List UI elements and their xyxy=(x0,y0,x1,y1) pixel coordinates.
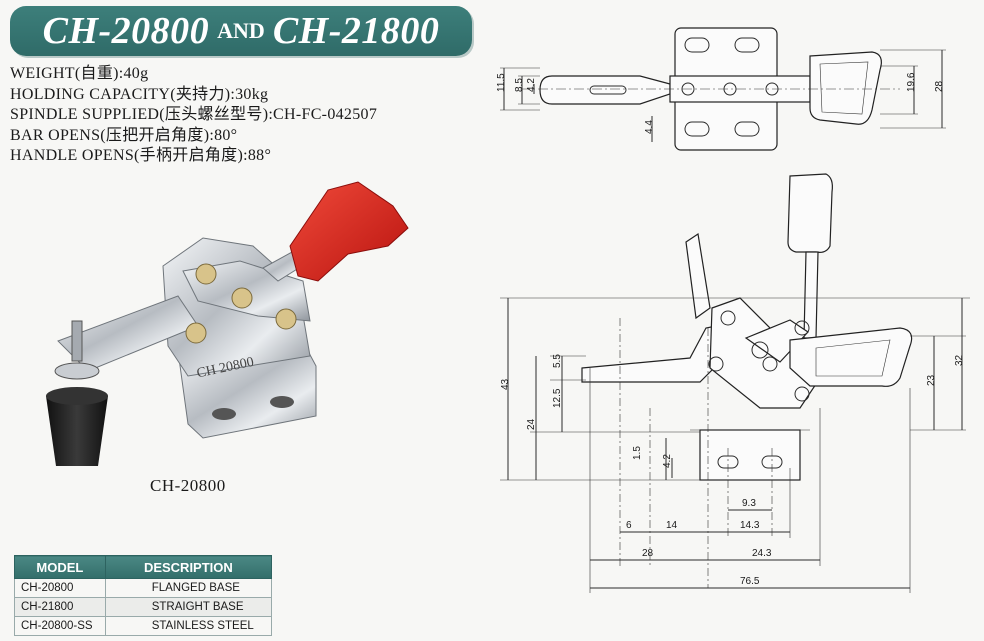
side-view-drawing: 43 5.5 12.5 24 1.5 4.2 9.3 6 14 14.3 28 … xyxy=(500,173,970,593)
title-model-a: CH-20800 xyxy=(42,10,210,52)
dim-19-6: 19.6 xyxy=(906,72,917,92)
table-row: CH-20800-SS STAINLESS STEEL xyxy=(14,616,273,636)
spec-bar-opens: BAR OPENS(压把开启角度):80° xyxy=(10,126,238,144)
model-table: MODEL DESCRIPTION CH-20800 FLANGED BASE … xyxy=(14,555,273,636)
base-slots xyxy=(684,37,760,137)
pivot-points xyxy=(708,310,810,402)
spec-handle-opens: HANDLE OPENS(手柄开启角度):88° xyxy=(10,147,272,164)
base-bracket xyxy=(699,429,801,481)
closed-handle xyxy=(789,327,913,387)
dim-5-5: 5.5 xyxy=(552,354,563,368)
photo-caption: CH-20800 xyxy=(150,476,226,495)
dim-12-5: 12.5 xyxy=(552,388,563,408)
spec-weight: WEIGHT(自重):40g xyxy=(10,65,149,82)
dim-23: 23 xyxy=(926,374,937,386)
open-clamp-arm xyxy=(685,232,711,320)
dim-28: 28 xyxy=(934,80,945,92)
table-cell-description: FLANGED BASE xyxy=(104,578,273,598)
top-handle xyxy=(809,51,882,125)
product-photo: CH 20800 xyxy=(46,181,409,466)
dim-28: 28 xyxy=(642,548,654,559)
dim-43: 43 xyxy=(500,378,511,390)
spec-list: WEIGHT(自重):40g HOLDING CAPACITY(夹持力):30k… xyxy=(10,64,480,167)
open-handle xyxy=(787,173,833,253)
dim-1-5: 1.5 xyxy=(632,446,643,460)
table-cell-description: STRAIGHT BASE xyxy=(104,597,273,617)
title-model-b: CH-21800 xyxy=(272,10,440,52)
dim-24-3: 24.3 xyxy=(752,548,772,559)
table-cell-description: STAINLESS STEEL xyxy=(104,616,273,636)
table-header-description: DESCRIPTION xyxy=(104,555,273,579)
dim-9-3: 9.3 xyxy=(742,498,756,509)
table-cell-model: CH-21800 xyxy=(14,597,106,617)
dim-8-5: 8.5 xyxy=(514,78,525,92)
dim-4-4: 4.4 xyxy=(644,120,655,134)
dim-14-3: 14.3 xyxy=(740,520,760,531)
dim-6: 6 xyxy=(626,520,632,531)
dim-24: 24 xyxy=(526,418,537,430)
table-row: CH-21800 STRAIGHT BASE xyxy=(14,597,273,617)
table-cell-model: CH-20800-SS xyxy=(14,616,106,636)
title-connector: AND xyxy=(217,18,265,43)
spec-spindle: SPINDLE SUPPLIED(压头螺丝型号):CH-FC-042507 xyxy=(10,106,378,123)
top-view-drawing: 11.5 8.5 4.2 4.4 19.6 28 xyxy=(496,27,946,151)
top-clamp-arm xyxy=(539,75,671,105)
dim-11-5: 11.5 xyxy=(496,73,507,92)
dim-32: 32 xyxy=(954,354,965,366)
dim-4-2: 4.2 xyxy=(526,78,537,92)
table-header-model: MODEL xyxy=(14,555,106,579)
dim-14: 14 xyxy=(666,520,678,531)
dim-76-5: 76.5 xyxy=(740,576,760,587)
table-cell-model: CH-20800 xyxy=(14,578,106,598)
table-row: CH-20800 FLANGED BASE xyxy=(14,578,273,598)
dim-4-2: 4.2 xyxy=(662,454,673,468)
spec-holding-capacity: HOLDING CAPACITY(夹持力):30kg xyxy=(10,85,269,103)
title-banner: CH-20800 AND CH-21800 xyxy=(10,6,472,56)
